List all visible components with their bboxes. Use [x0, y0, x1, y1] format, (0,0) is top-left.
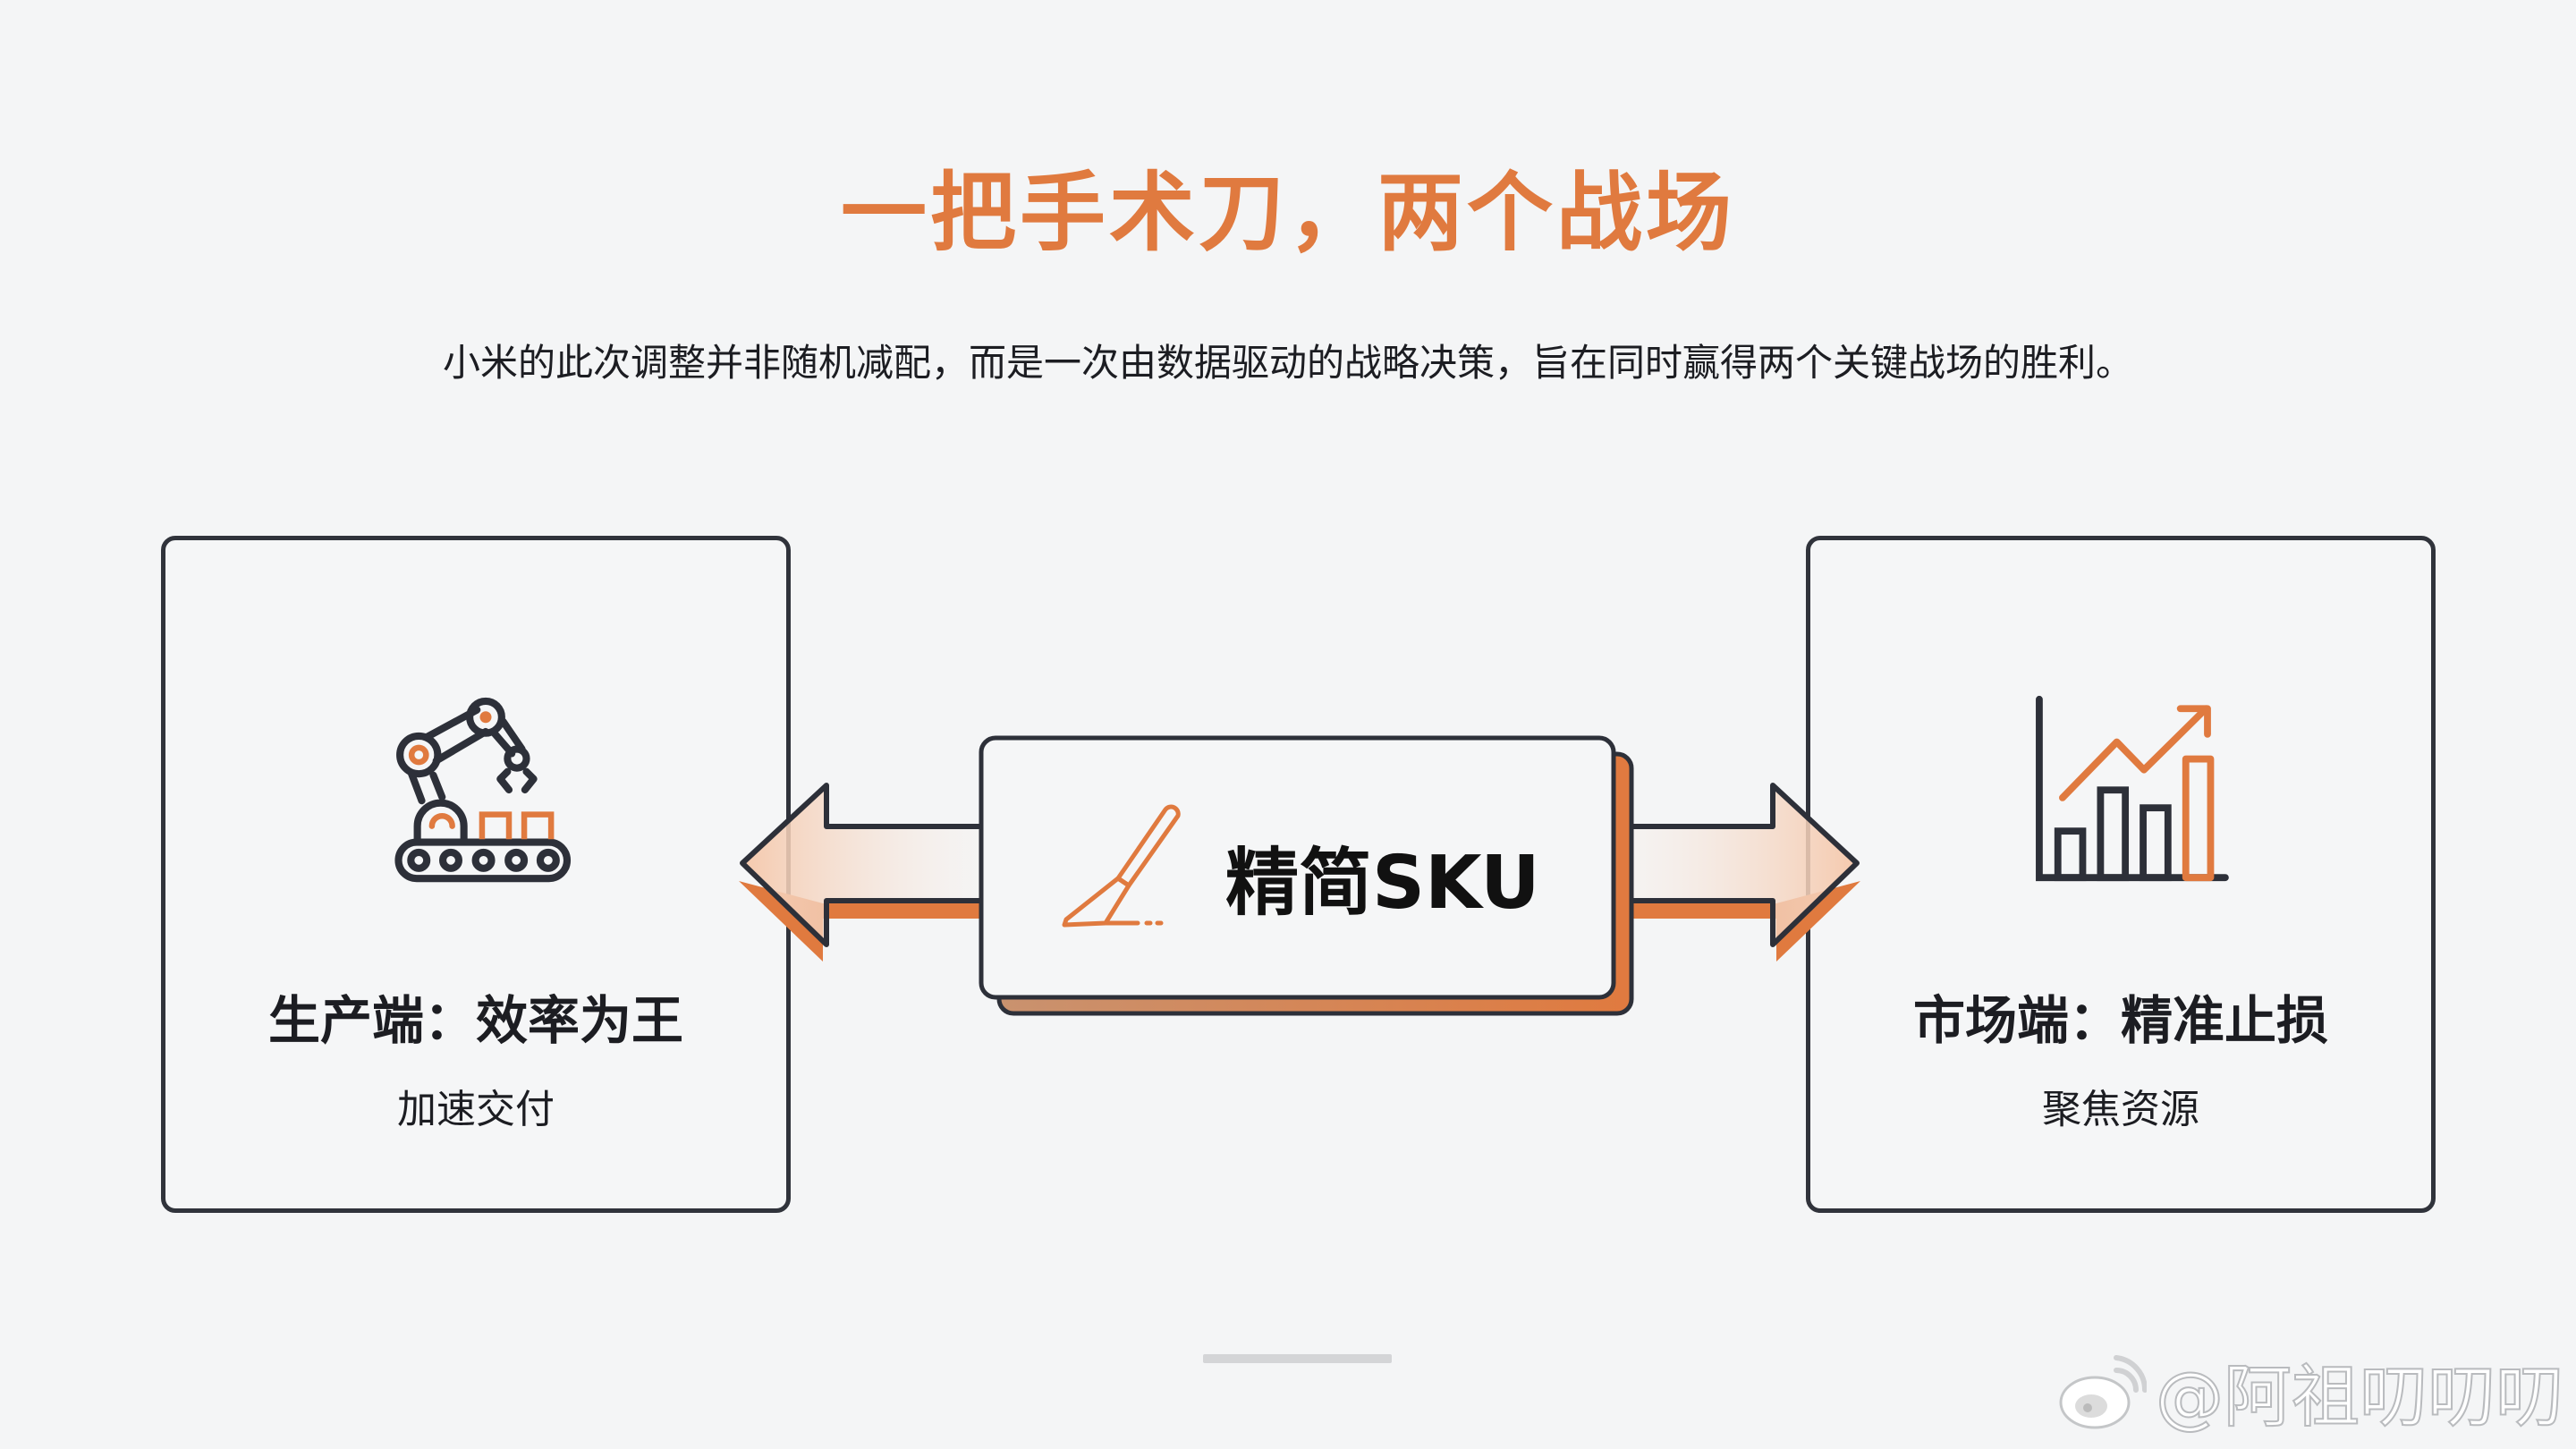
center-label: 精简SKU: [1225, 841, 1540, 926]
page-title: 一把手术刀，两个战场: [841, 163, 1735, 263]
left-arrow: [739, 783, 987, 962]
growth-chart-icon: [2036, 695, 2229, 882]
market-card-title: 市场端：精准止损: [1912, 990, 2328, 1051]
page-subtitle: 小米的此次调整并非随机减配，而是一次由数据驱动的战略决策，旨在同时赢得两个关键战…: [442, 341, 2133, 385]
production-card-subtitle: 加速交付: [397, 1087, 555, 1132]
market-card: 市场端：精准止损 聚焦资源: [1806, 536, 2436, 1213]
weibo-icon: [2059, 1355, 2147, 1429]
progress-bar: [1203, 1354, 1392, 1363]
market-card-subtitle: 聚焦资源: [2042, 1087, 2199, 1132]
watermark-text: @阿祖叨叨叨: [2155, 1356, 2564, 1437]
robot-arm-icon: [394, 697, 572, 883]
watermark: @阿祖叨叨叨: [2057, 1342, 2564, 1440]
right-arrow: [1607, 783, 1860, 962]
production-card: 生产端：效率为王 加速交付: [161, 536, 791, 1213]
production-card-title: 生产端：效率为王: [267, 990, 683, 1051]
scalpel-icon: [1062, 804, 1181, 928]
